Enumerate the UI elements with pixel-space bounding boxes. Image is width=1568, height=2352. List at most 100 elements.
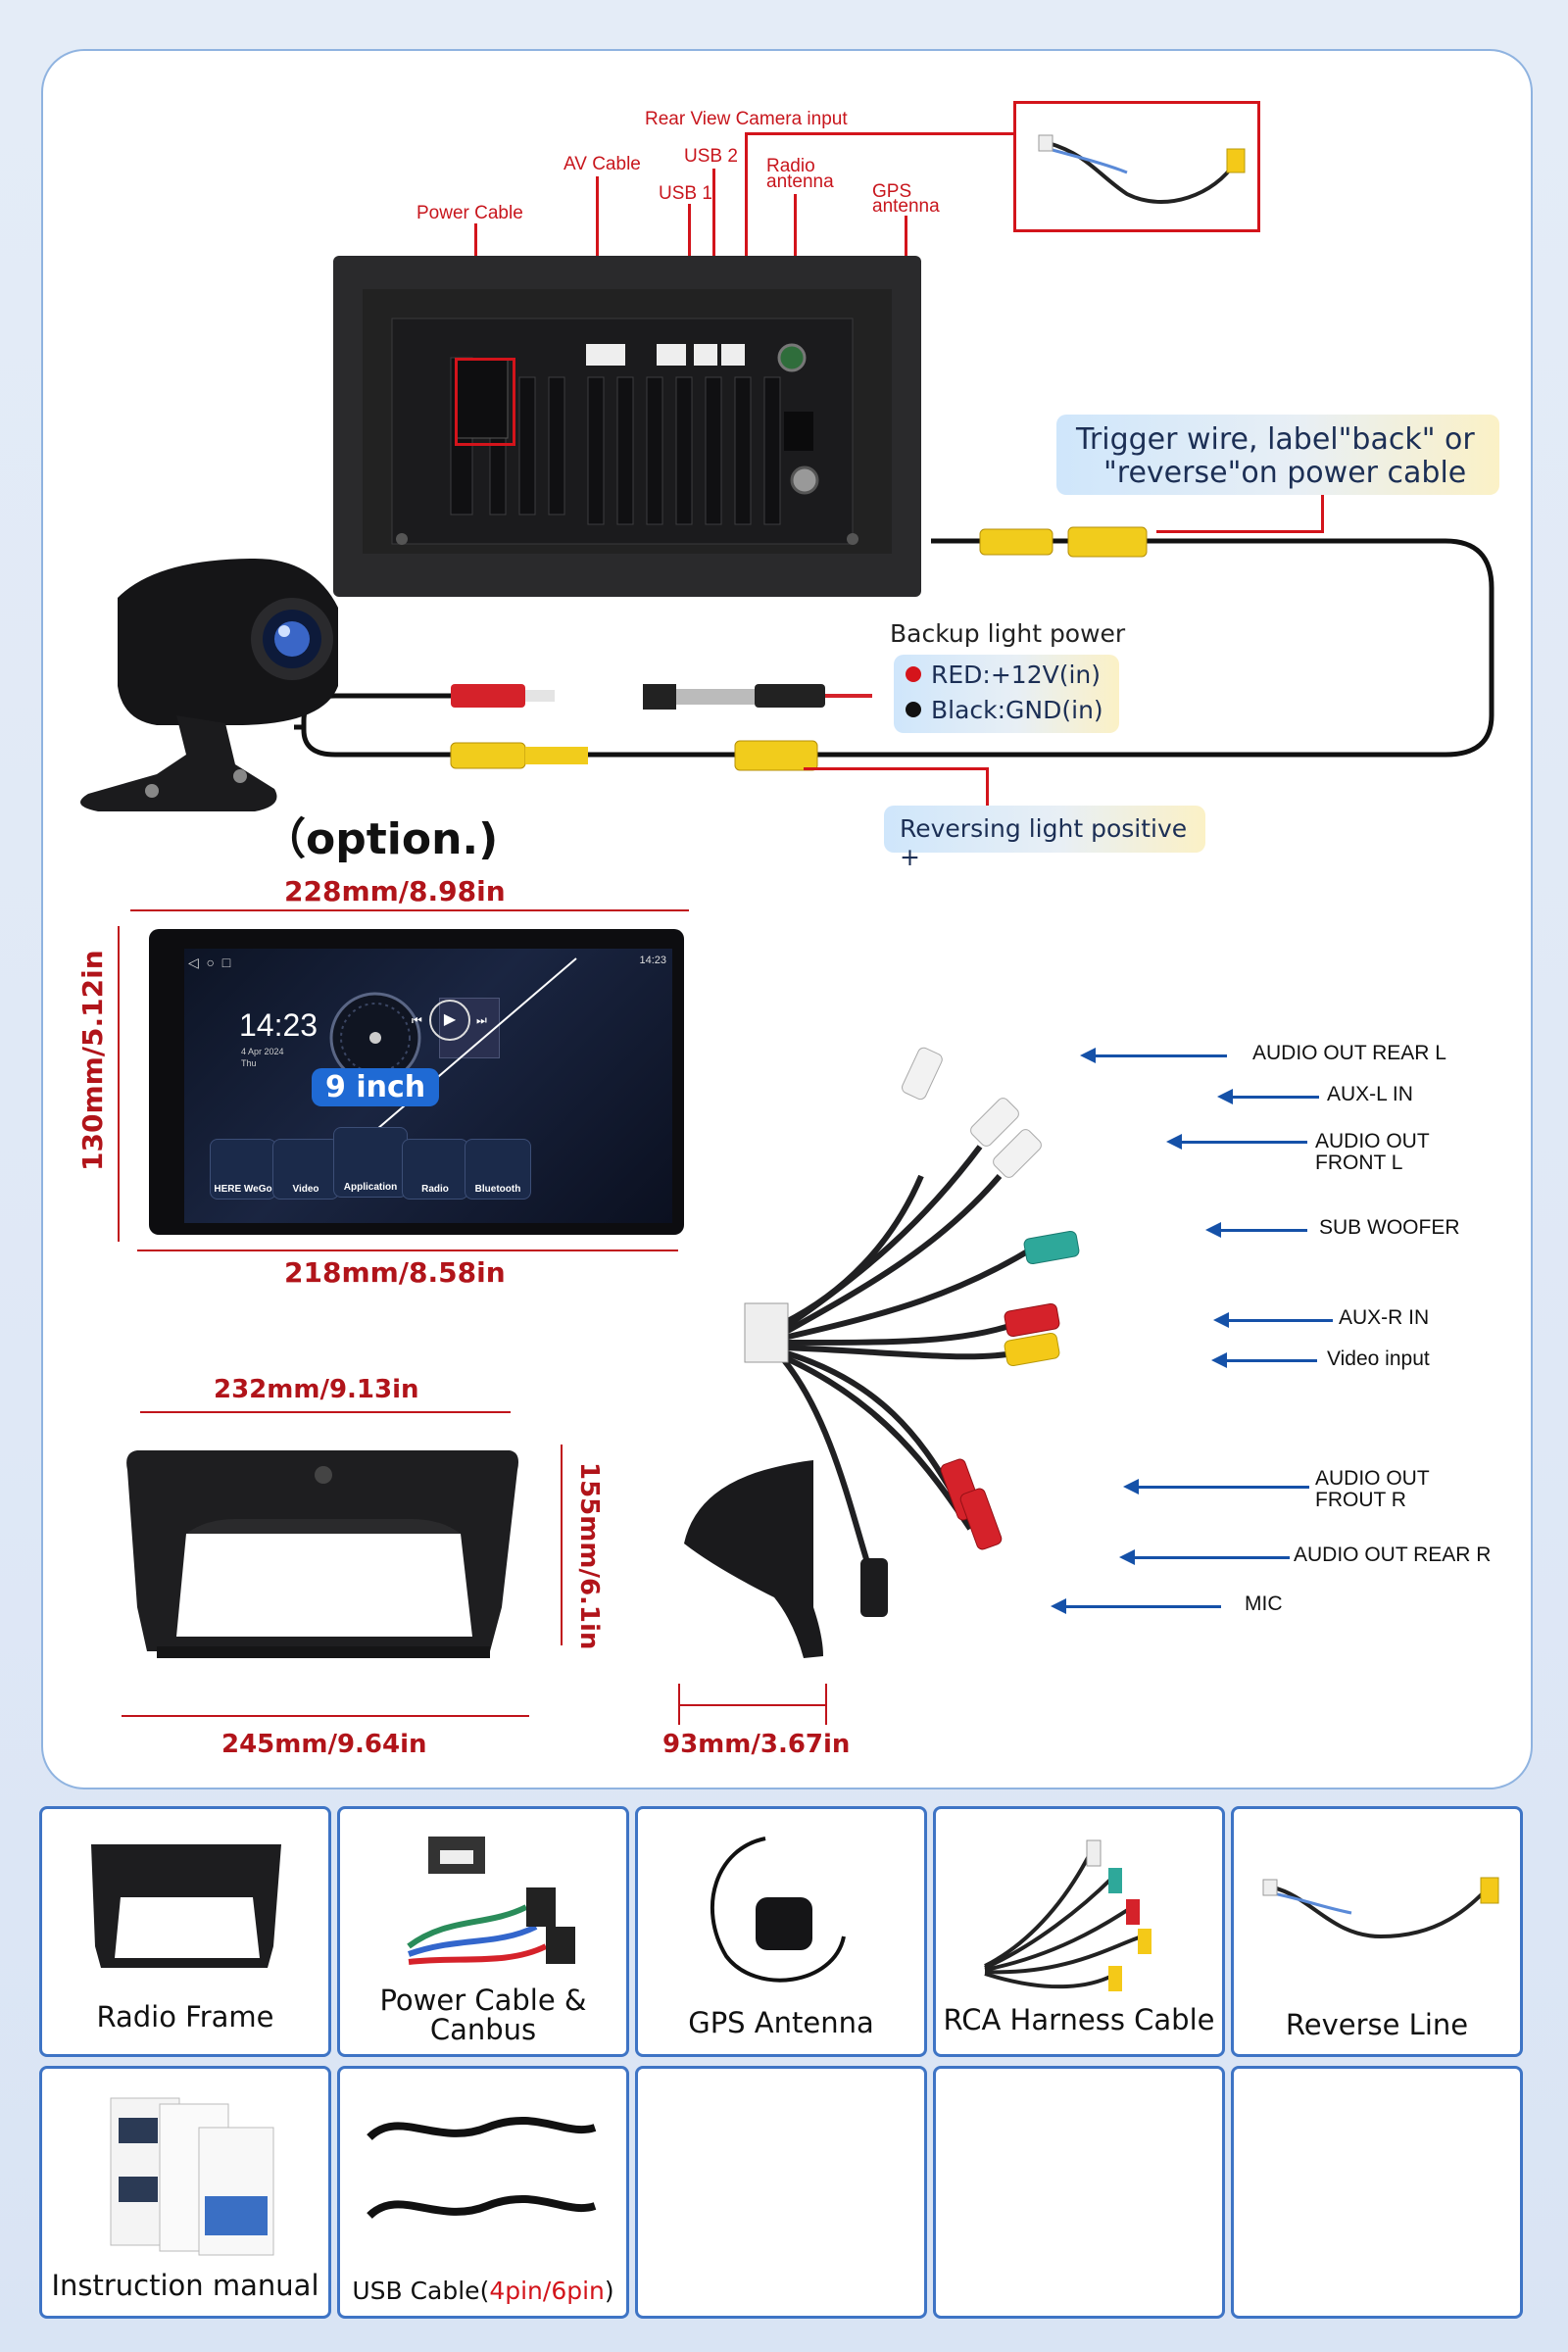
callout-usb1: USB 1 [659, 183, 712, 204]
next-track-icon[interactable]: ⏭ [476, 1013, 487, 1027]
screen-height-label: 130mm/5.12in [76, 950, 109, 1171]
play-button[interactable]: ▶ [429, 1000, 470, 1041]
arrow-aux-r-in [1213, 1312, 1333, 1328]
label-audio-out-rear-l: AUDIO OUT REAR L [1252, 1042, 1446, 1064]
dimension-line [118, 926, 120, 1242]
option-label: （option.) [263, 814, 499, 864]
reversing-light-label: Reversing light positive + [900, 814, 1188, 871]
screen-width-top: 228mm/8.98in [284, 875, 506, 907]
pointer-line [1156, 530, 1324, 533]
frame-height-label: 155mm/6.1in [574, 1462, 604, 1650]
package-card-empty [933, 2066, 1225, 2319]
arrow-sub-woofer [1205, 1222, 1307, 1238]
pointer-line [745, 132, 748, 353]
power-cable-thumb [407, 1837, 575, 1965]
arrow-audio-out-rear-r [1119, 1549, 1290, 1565]
instruction-manual-thumb [110, 2097, 274, 2256]
gps-antenna-thumb [710, 1837, 846, 1983]
screen-width-bottom: 218mm/8.58in [284, 1256, 506, 1289]
package-card-instruction-manual: Instruction manual [39, 2066, 331, 2319]
red-dot-icon [906, 666, 921, 682]
screen-display: ◁ ○ □ 14:23 14:23 4 Apr 2024 Thu ⏮ ▶ ⏭ 9… [184, 949, 672, 1223]
radio-frame-thumb [91, 1844, 281, 1968]
callout-av-cable: AV Cable [564, 154, 641, 174]
frame-width-bottom: 245mm/9.64in [221, 1730, 427, 1759]
pointer-line [1321, 495, 1324, 532]
package-label: Radio Frame [96, 2000, 274, 2034]
clock-time: 14:23 [239, 1007, 318, 1043]
callout-gps-antenna-1: GPS [872, 181, 912, 202]
arrow-audio-out-front-l [1166, 1134, 1307, 1150]
app-here-wego[interactable]: HERE WeGo [210, 1139, 276, 1200]
dimension-line [678, 1704, 827, 1706]
rear-camera-cable-highlight [1013, 101, 1260, 232]
status-time: 14:23 [639, 955, 666, 966]
app-application[interactable]: Application [333, 1127, 408, 1198]
clock-day: Thu [241, 1058, 257, 1068]
usb-cable-label: USB Cable(4pin/6pin) [352, 2277, 614, 2305]
app-bluetooth[interactable]: Bluetooth [465, 1139, 531, 1200]
visor-piece-drawing [684, 1460, 823, 1658]
dimension-line [137, 1250, 678, 1251]
package-label: GPS Antenna [688, 2006, 874, 2039]
callout-rear-camera-input: Rear View Camera input [645, 109, 848, 129]
dimension-line [140, 1411, 511, 1413]
package-card-rca-harness: RCA Harness Cable [933, 1806, 1225, 2057]
trigger-wire-line2: "reverse"on power cable [1103, 456, 1467, 490]
dimension-line [122, 1715, 529, 1717]
backup-red-label: RED:+12V(in) [931, 661, 1101, 689]
arrow-audio-out-front-r [1123, 1479, 1309, 1494]
callout-radio-antenna-1: Radio [766, 156, 815, 176]
package-card-reverse-line: Reverse Line [1231, 1806, 1523, 2057]
frame-width-top: 232mm/9.13in [214, 1375, 419, 1404]
callout-gps-antenna-2: antenna [872, 196, 940, 217]
rca-harness-drawing [744, 1047, 1080, 1617]
arrow-video-input [1211, 1352, 1317, 1368]
package-card-gps-antenna: GPS Antenna [635, 1806, 927, 2057]
dimension-line [678, 1684, 680, 1725]
backup-black-label: Black:GND(in) [931, 696, 1103, 724]
trigger-wire-line1: Trigger wire, label"back" or [1076, 422, 1475, 457]
package-label-line1: Power Cable & [379, 1984, 587, 2017]
arrow-mic [1051, 1598, 1221, 1614]
backup-light-legend: RED:+12V(in) Black:GND(in) [894, 655, 1119, 733]
package-card-usb-cable: USB Cable(4pin/6pin) [337, 2066, 629, 2319]
label-audio-out-front-l-1: AUDIO OUT [1315, 1130, 1430, 1152]
package-label-line2: Canbus [429, 2013, 537, 2046]
app-video[interactable]: Video [272, 1139, 339, 1200]
package-card-radio-frame: Radio Frame [39, 1806, 331, 2057]
app-radio[interactable]: Radio [402, 1139, 468, 1200]
label-aux-l-in: AUX-L IN [1327, 1083, 1413, 1105]
callout-power-cable: Power Cable [416, 203, 523, 223]
package-label: Reverse Line [1285, 2008, 1469, 2041]
status-bar-nav-icons: ◁ ○ □ [188, 955, 231, 970]
label-aux-r-in: AUX-R IN [1339, 1306, 1430, 1329]
usb-cable-thumb [367, 2116, 597, 2220]
package-label: Instruction manual [51, 2269, 319, 2302]
screen-size-badge: 9 inch [312, 1068, 440, 1106]
label-sub-woofer: SUB WOOFER [1319, 1216, 1460, 1239]
radio-frame-drawing [126, 1450, 518, 1658]
package-label: RCA Harness Cable [943, 2003, 1215, 2036]
pointer-line [986, 767, 989, 811]
head-unit-screen: ◁ ○ □ 14:23 14:23 4 Apr 2024 Thu ⏮ ▶ ⏭ 9… [149, 929, 684, 1235]
speedometer-icon [329, 992, 421, 1082]
dimension-line [561, 1445, 563, 1645]
label-video-input: Video input [1327, 1348, 1430, 1370]
visor-width-label: 93mm/3.67in [662, 1730, 851, 1759]
reversing-light-note: Reversing light positive + [884, 806, 1205, 871]
backup-light-title: Backup light power [890, 619, 1126, 648]
pointer-line [804, 767, 988, 770]
label-audio-out-front-l-2: FRONT L [1315, 1152, 1403, 1174]
callout-radio-antenna-2: antenna [766, 172, 834, 192]
label-audio-out-rear-r: AUDIO OUT REAR R [1294, 1544, 1492, 1566]
rear-camera-cable [1038, 134, 1246, 204]
rca-harness-thumb [984, 1839, 1152, 1991]
previous-track-icon[interactable]: ⏮ [412, 1013, 422, 1027]
head-unit-back [333, 256, 921, 597]
package-card-power-cable: Power Cable & Canbus [337, 1806, 629, 2057]
label-audio-out-front-r-2: FROUT R [1315, 1489, 1406, 1511]
backup-camera [80, 559, 338, 811]
label-mic: MIC [1245, 1592, 1283, 1615]
arrow-aux-l-in [1217, 1089, 1319, 1104]
